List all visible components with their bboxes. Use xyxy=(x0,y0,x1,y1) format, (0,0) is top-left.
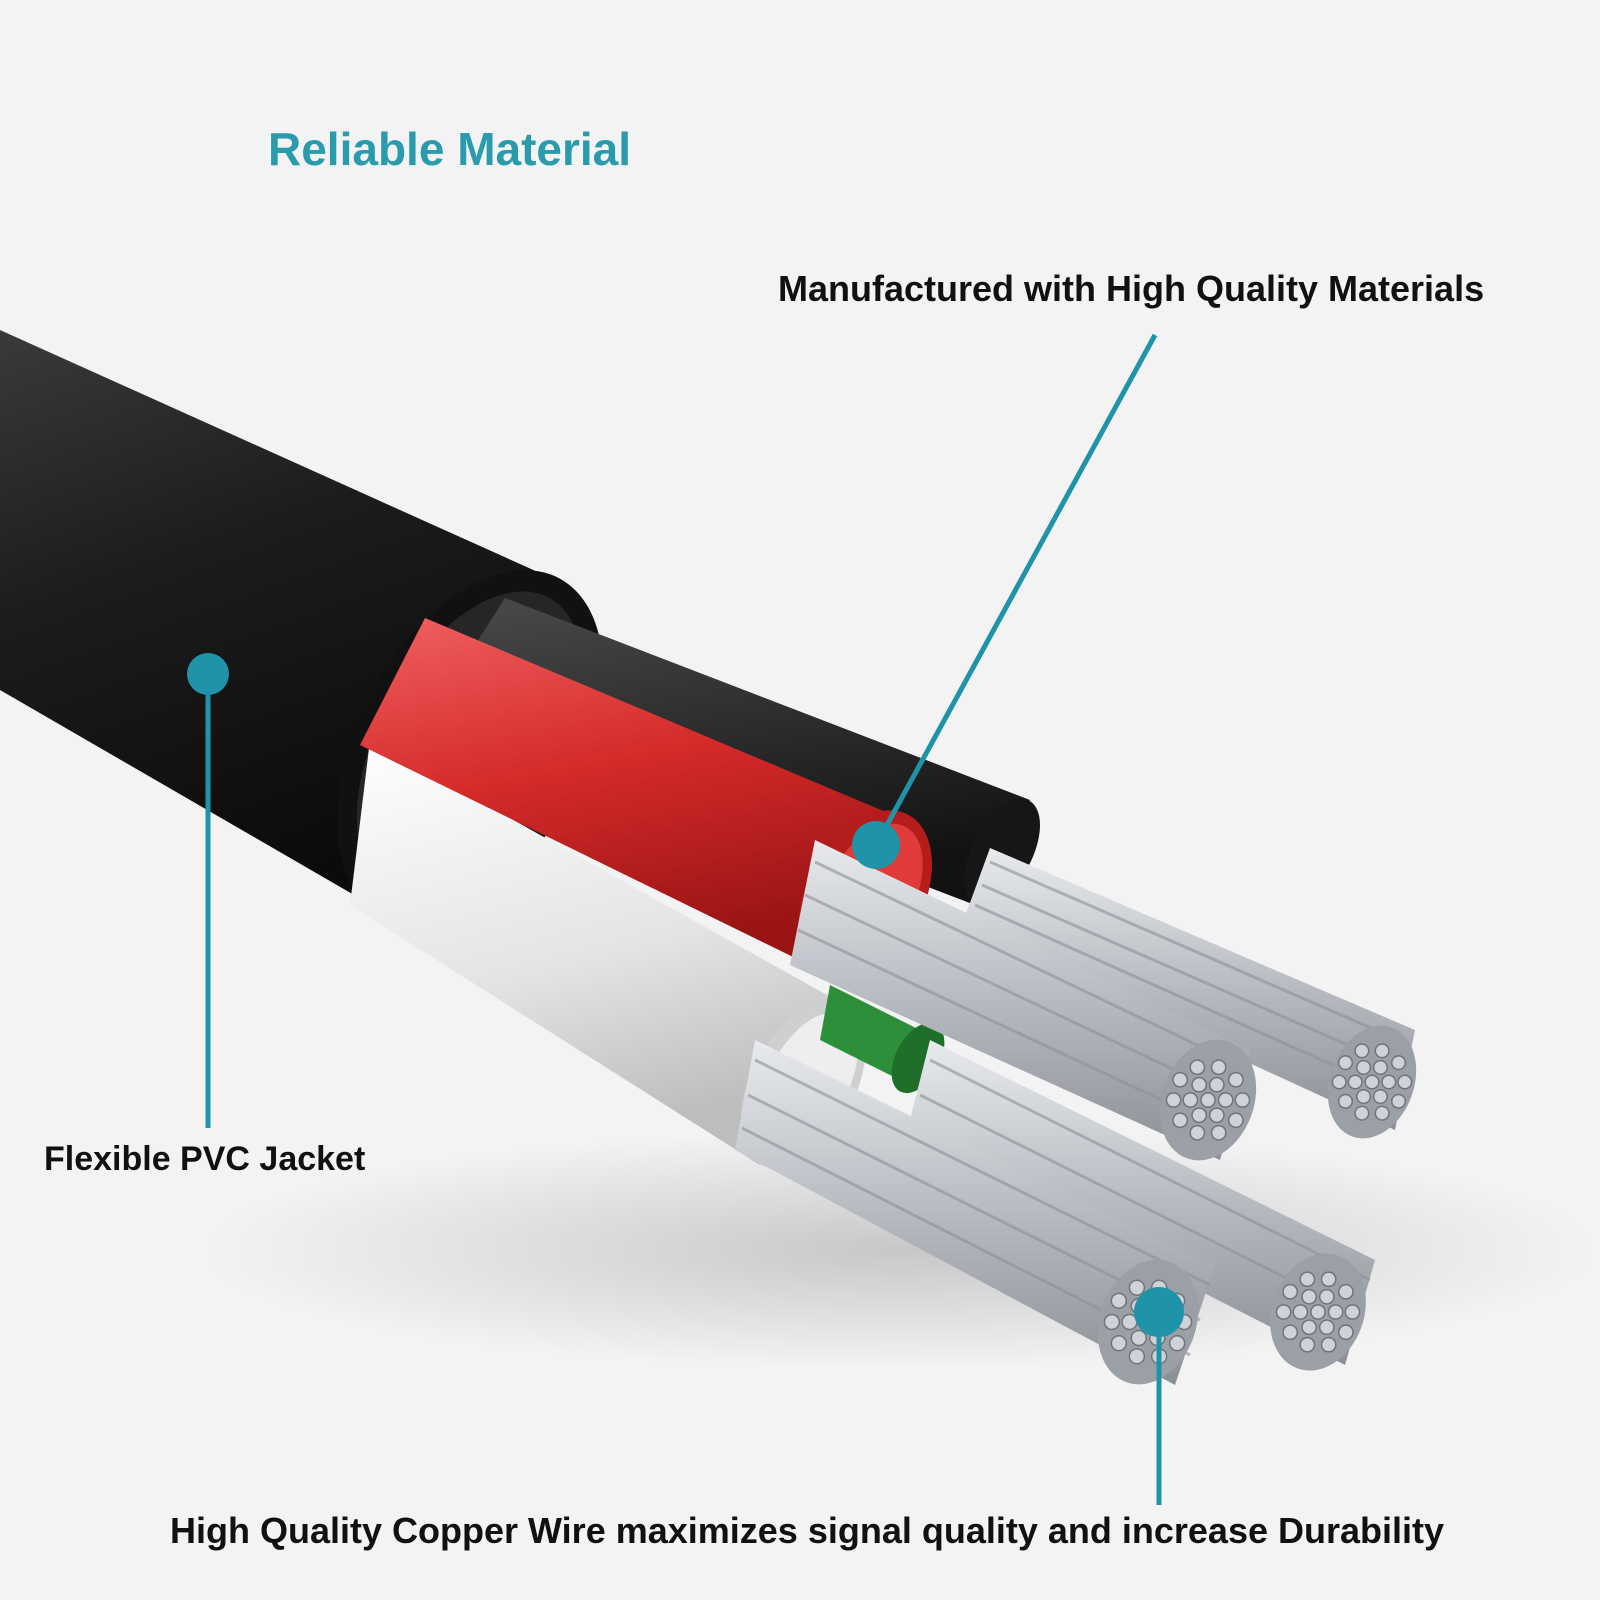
callout-pointer-materials xyxy=(852,333,1158,869)
callout-jacket-label: Flexible PVC Jacket xyxy=(44,1140,366,1178)
strand-bundle-bottom-back xyxy=(905,1040,1375,1371)
callout-materials-label: Manufactured with High Quality Materials xyxy=(778,268,1485,309)
callout-copper-label: High Quality Copper Wire maximizes signa… xyxy=(170,1510,1445,1551)
diagram-title: Reliable Material xyxy=(268,123,632,175)
callout-pointer-copper xyxy=(1134,1287,1184,1505)
callout-pointer-jacket xyxy=(187,653,229,1128)
strand-bundle-top-front xyxy=(790,840,1257,1161)
strand-bundle-top-back xyxy=(960,848,1417,1139)
